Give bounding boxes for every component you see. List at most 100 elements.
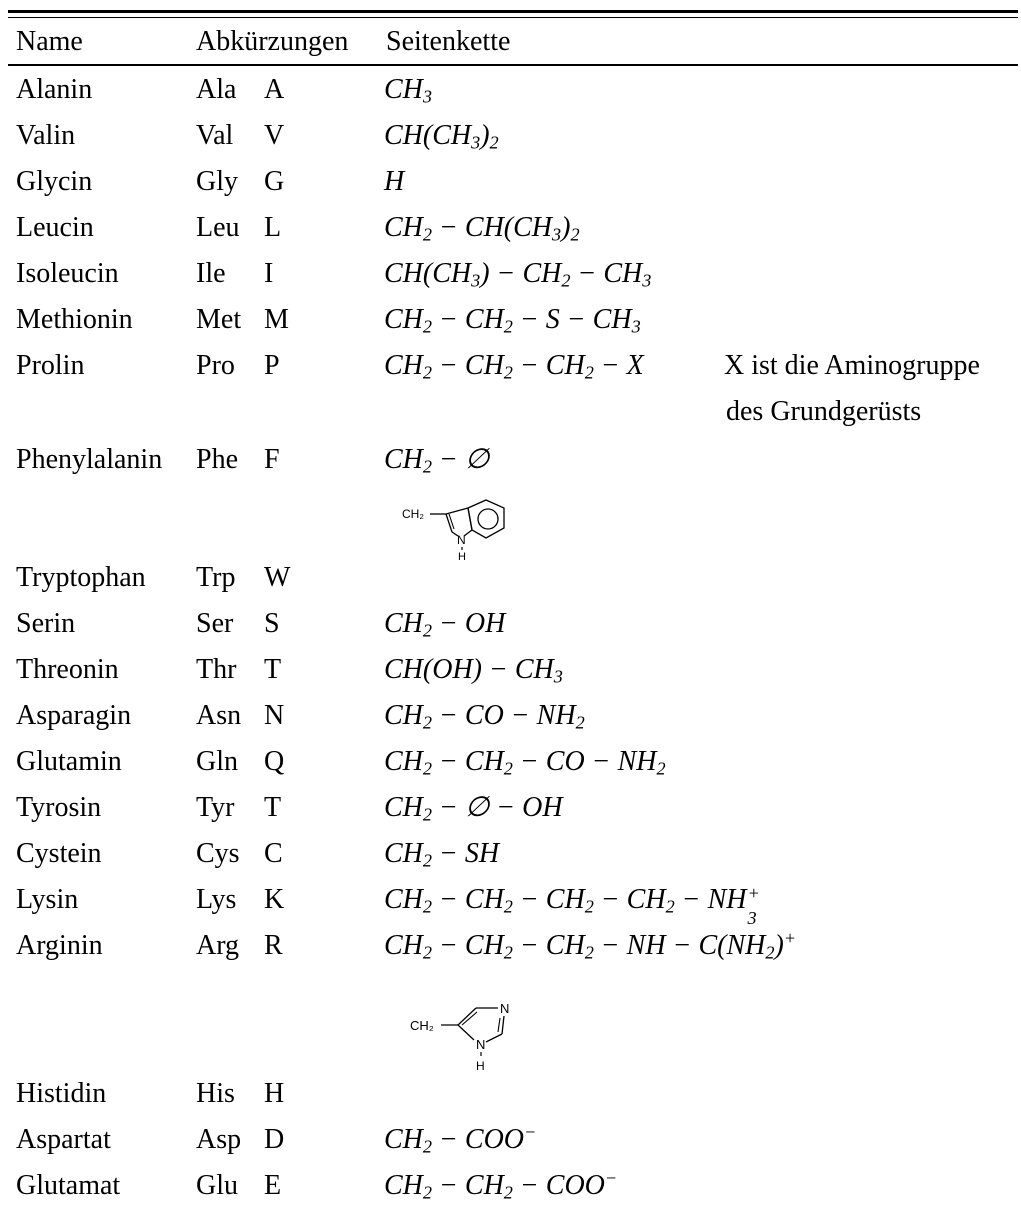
amino-acid-name: Prolin: [16, 350, 85, 381]
table-row: Tyrosin Tyr T CH2 − ∅ − OH: [0, 788, 1021, 828]
amino-acid-name: Tryptophan: [16, 562, 146, 593]
side-chain-formula: CH2 − ∅ − OH: [384, 792, 563, 825]
amino-acid-name: Lysin: [16, 884, 79, 915]
three-letter-code: Gln: [196, 746, 238, 777]
one-letter-code: C: [264, 838, 283, 869]
one-letter-code: W: [264, 562, 291, 593]
three-letter-code: Tyr: [196, 792, 235, 823]
three-letter-code: Ala: [196, 74, 237, 105]
prolin-note-line1: X ist die Aminogruppe: [724, 350, 980, 381]
one-letter-code: T: [264, 654, 282, 685]
structure-label-n-lower: N: [476, 1037, 485, 1052]
three-letter-code: Lys: [196, 884, 237, 915]
amino-acid-name: Valin: [16, 120, 76, 151]
one-letter-code: G: [264, 166, 285, 197]
side-chain-formula: CH(CH3)2: [384, 120, 499, 153]
one-letter-code: A: [264, 74, 285, 105]
structure-label-n: N: [500, 1001, 509, 1016]
one-letter-code: R: [264, 930, 283, 961]
amino-acid-name: Serin: [16, 608, 76, 639]
amino-acid-name: Glutamin: [16, 746, 122, 777]
three-letter-code: His: [196, 1078, 235, 1109]
one-letter-code: D: [264, 1124, 285, 1155]
table-row: Leucin Leu L CH2 − CH(CH3)2: [0, 208, 1021, 248]
three-letter-code: Ser: [196, 608, 234, 639]
amino-acid-name: Glycin: [16, 166, 93, 197]
three-letter-code: Cys: [196, 838, 240, 869]
side-chain-formula: H: [384, 166, 405, 197]
amino-acid-name: Aspartat: [16, 1124, 111, 1155]
top-rule-thick: [8, 10, 1018, 13]
table-row: Methionin Met M CH2 − CH2 − S − CH3: [0, 300, 1021, 340]
amino-acid-name: Arginin: [16, 930, 103, 961]
one-letter-code: N: [264, 700, 285, 731]
one-letter-code: K: [264, 884, 285, 915]
side-chain-formula: CH2 − OH: [384, 608, 506, 641]
one-letter-code: I: [264, 258, 274, 289]
structure-label-ch2: CH₂: [402, 507, 424, 521]
three-letter-code: Val: [196, 120, 234, 151]
amino-acid-name: Glutamat: [16, 1170, 121, 1201]
one-letter-code: F: [264, 444, 280, 475]
header-rule: [8, 64, 1018, 66]
one-letter-code: H: [264, 1078, 285, 1109]
structure-label-n: N: [457, 533, 466, 547]
amino-acid-name: Methionin: [16, 304, 133, 335]
three-letter-code: Ile: [196, 258, 226, 289]
amino-acid-name: Threonin: [16, 654, 119, 685]
side-chain-formula: CH2 − CO − NH2: [384, 700, 585, 733]
amino-acid-name: Phenylalanin: [16, 444, 163, 475]
table-row: Valin Val V CH(CH3)2: [0, 116, 1021, 156]
tryptophan-structure-diagram: CH₂ N H: [402, 499, 505, 563]
side-chain-formula: CH2 − CH2 − CH2 − CH2 − NH+3: [384, 883, 760, 928]
structure-label-h: H: [458, 551, 466, 563]
one-letter-code: P: [264, 350, 280, 381]
table-row: Cystein Cys C CH2 − SH: [0, 834, 1021, 874]
table-row: Tryptophan Trp W: [0, 558, 1021, 598]
table-row: Serin Ser S CH2 − OH: [0, 604, 1021, 644]
one-letter-code: T: [264, 792, 282, 823]
histidin-structure-diagram: CH₂ N N H: [410, 1001, 509, 1073]
table-row: Arginin Arg R CH2 − CH2 − CH2 − NH − C(N…: [0, 926, 1021, 966]
side-chain-formula: CH(OH) − CH3: [384, 654, 563, 687]
header-name: Name: [16, 26, 83, 57]
one-letter-code: M: [264, 304, 289, 335]
table-row: Asparagin Asn N CH2 − CO − NH2: [0, 696, 1021, 736]
side-chain-formula: CH2 − SH: [384, 838, 500, 871]
one-letter-code: L: [264, 212, 282, 243]
three-letter-code: Asn: [196, 700, 242, 731]
structure-label-h: H: [476, 1059, 485, 1073]
one-letter-code: S: [264, 608, 280, 639]
structure-label-ch2: CH₂: [410, 1018, 434, 1033]
table-row: Glutamat Glu E CH2 − CH2 − COO−: [0, 1166, 1021, 1206]
one-letter-code: Q: [264, 746, 285, 777]
header-row: Name Abkürzungen Seitenkette: [0, 22, 1021, 62]
table-row: Aspartat Asp D CH2 − COO−: [0, 1120, 1021, 1160]
amino-acid-name: Cystein: [16, 838, 102, 869]
one-letter-code: E: [264, 1170, 282, 1201]
amino-acid-name: Leucin: [16, 212, 94, 243]
table-row: Glutamin Gln Q CH2 − CH2 − CO − NH2: [0, 742, 1021, 782]
side-chain-formula: CH2 − CH2 − S − CH3: [384, 304, 641, 337]
three-letter-code: Met: [196, 304, 242, 335]
amino-acid-name: Alanin: [16, 74, 93, 105]
side-chain-formula: CH2 − COO−: [384, 1122, 537, 1157]
one-letter-code: V: [264, 120, 285, 151]
top-rule-thin: [8, 17, 1018, 18]
amino-acid-name: Histidin: [16, 1078, 107, 1109]
three-letter-code: Thr: [196, 654, 237, 685]
three-letter-code: Trp: [196, 562, 236, 593]
amino-acid-name: Tyrosin: [16, 792, 102, 823]
three-letter-code: Arg: [196, 930, 240, 961]
three-letter-code: Asp: [196, 1124, 242, 1155]
prolin-note-line2: des Grundgerüsts: [726, 396, 922, 427]
three-letter-code: Pro: [196, 350, 235, 381]
table-row: Phenylalanin Phe F CH2 − ∅: [0, 440, 1021, 480]
table-row: Prolin Pro P CH2 − CH2 − CH2 − X X ist d…: [0, 346, 1021, 432]
header-side-chain: Seitenkette: [386, 26, 511, 57]
side-chain-formula: CH(CH3) − CH2 − CH3: [384, 258, 652, 291]
table-row: Isoleucin Ile I CH(CH3) − CH2 − CH3: [0, 254, 1021, 294]
three-letter-code: Glu: [196, 1170, 238, 1201]
side-chain-formula: CH2 − CH2 − CH2 − X: [384, 350, 644, 383]
side-chain-formula: CH2 − CH2 − CH2 − NH − C(NH2)+: [384, 928, 797, 963]
